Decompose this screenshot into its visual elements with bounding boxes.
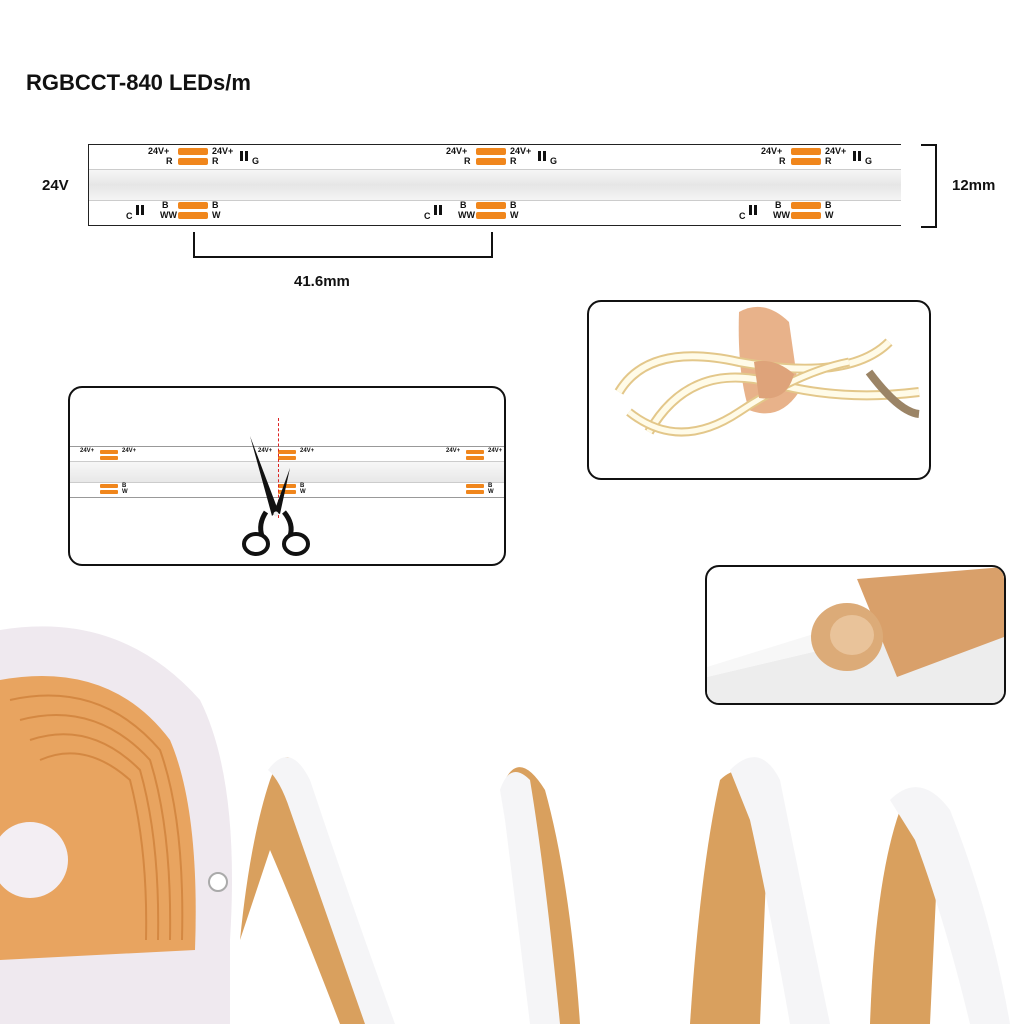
solder-pad: [476, 148, 506, 155]
pad-label: B: [775, 200, 782, 210]
pad-label: B: [510, 200, 517, 210]
width-bracket: [921, 144, 937, 228]
pad-label: W: [212, 210, 221, 220]
pad-label: C: [126, 211, 133, 221]
pad-label: B: [212, 200, 219, 210]
pad-label: C: [739, 211, 746, 221]
mini-pad: [100, 490, 118, 494]
solder-pad: [476, 212, 506, 219]
mini-pad: [466, 456, 484, 460]
pad-label: R: [166, 156, 173, 166]
pad-label: 24V+: [148, 146, 170, 156]
page-title: RGBCCT-840 LEDs/m: [26, 70, 251, 95]
adhesive-tape-panel: [705, 565, 1006, 705]
hand-panel: [587, 300, 931, 480]
pad-label: 24V+: [825, 146, 847, 156]
mini-pad: [100, 456, 118, 460]
pad-label: G: [550, 156, 558, 166]
chip-mark: [245, 151, 248, 161]
pad-label: W: [825, 210, 834, 220]
pad-label: 24V+: [212, 146, 234, 156]
mini-label: W: [488, 489, 494, 495]
hand-holding-strip-image: [614, 306, 920, 437]
pad-label: 24V+: [510, 146, 532, 156]
mini-label: 24V+: [80, 448, 95, 454]
solder-pad: [791, 202, 821, 209]
mini-pad: [100, 484, 118, 488]
pitch-label: 41.6mm: [294, 273, 350, 290]
chip-mark: [240, 151, 243, 161]
chip-mark: [754, 205, 757, 215]
pad-label: WW: [773, 210, 790, 220]
chip-mark: [749, 205, 752, 215]
chip-mark: [434, 205, 437, 215]
pad-label: R: [464, 156, 471, 166]
mini-label: 24V+: [300, 448, 315, 454]
voltage-label: 24V: [42, 177, 69, 194]
pad-label: B: [460, 200, 467, 210]
pad-label: C: [424, 211, 431, 221]
mini-label: 24V+: [258, 448, 273, 454]
solder-pad: [791, 148, 821, 155]
cut-line: [278, 418, 279, 518]
mini-label: B: [300, 483, 305, 489]
solder-pad: [791, 158, 821, 165]
chip-mark: [439, 205, 442, 215]
mini-pad: [466, 490, 484, 494]
mini-pad: [278, 484, 296, 488]
chip-mark: [543, 151, 546, 161]
mini-label: W: [300, 489, 306, 495]
scissors-icon: [242, 436, 310, 556]
solder-pad: [791, 212, 821, 219]
chip-mark: [858, 151, 861, 161]
chip-mark: [538, 151, 541, 161]
mini-strip: [70, 446, 504, 498]
solder-pad: [178, 158, 208, 165]
mini-label: 24V+: [488, 448, 503, 454]
pad-label: 24V+: [446, 146, 468, 156]
width-label: 12mm: [952, 177, 996, 194]
pad-label: R: [510, 156, 517, 166]
solder-pad: [476, 202, 506, 209]
strip-tube: [89, 169, 901, 201]
solder-pad: [178, 212, 208, 219]
mini-label: W: [122, 489, 128, 495]
solder-pad: [178, 148, 208, 155]
pad-label: R: [212, 156, 219, 166]
pad-label: R: [825, 156, 832, 166]
chip-mark: [853, 151, 856, 161]
pad-label: G: [252, 156, 260, 166]
pad-label: R: [779, 156, 786, 166]
chip-mark: [136, 205, 139, 215]
mini-pad: [278, 490, 296, 494]
chip-mark: [141, 205, 144, 215]
pad-label: G: [865, 156, 873, 166]
solder-pad: [178, 202, 208, 209]
pad-label: W: [510, 210, 519, 220]
pad-label: 24V+: [761, 146, 783, 156]
mini-pad: [278, 456, 296, 460]
pad-label: B: [825, 200, 832, 210]
mini-label: B: [488, 483, 493, 489]
mini-pad: [466, 450, 484, 454]
mini-label: B: [122, 483, 127, 489]
mini-label: 24V+: [122, 448, 137, 454]
pad-label: WW: [458, 210, 475, 220]
solder-pad: [476, 158, 506, 165]
adhesive-backing-image: [707, 567, 1004, 703]
mini-pad: [100, 450, 118, 454]
pitch-bracket: [193, 232, 493, 258]
mini-pad: [466, 484, 484, 488]
pad-label: B: [162, 200, 169, 210]
reel-image: [0, 626, 232, 1024]
product-photos: [0, 626, 1010, 1024]
mini-pad: [278, 450, 296, 454]
mini-label: 24V+: [446, 448, 461, 454]
pad-label: WW: [160, 210, 177, 220]
